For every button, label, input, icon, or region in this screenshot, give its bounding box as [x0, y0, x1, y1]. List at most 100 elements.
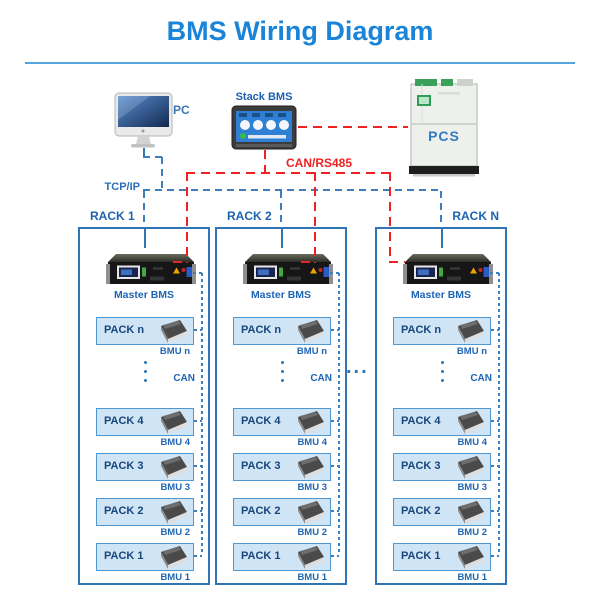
bmu-label: BMU 3	[160, 482, 190, 493]
pc-computer-icon	[114, 92, 173, 148]
bmu-module-icon	[161, 546, 187, 569]
bmu-module-icon	[298, 411, 324, 434]
bmu-label: BMU 1	[457, 572, 487, 583]
bmu-label: BMU 2	[297, 527, 327, 538]
pack-box: PACK 4	[96, 408, 194, 436]
rack-1-title: RACK 1	[90, 209, 135, 223]
bmu-label: BMU 3	[297, 482, 327, 493]
bmu-label: BMU 4	[160, 437, 190, 448]
pack-box: PACK 3	[233, 453, 331, 481]
pack-label: PACK 2	[401, 505, 441, 517]
pack-ellipsis-dots	[281, 361, 284, 382]
master-can-stub	[193, 272, 202, 274]
pack-label: PACK 3	[241, 460, 281, 472]
can-chain-label: CAN	[470, 373, 492, 384]
pack-label: PACK 4	[104, 415, 144, 427]
pack-box: PACK 2	[96, 498, 194, 526]
bmu-label: BMU 2	[457, 527, 487, 538]
master-bms-device-icon	[243, 254, 333, 284]
bmu-module-icon	[298, 546, 324, 569]
master-bms-device-icon	[106, 254, 196, 284]
master-bms-label: Master BMS	[113, 289, 175, 301]
bmu-label: BMU 4	[297, 437, 327, 448]
pack-can-stub	[331, 510, 339, 512]
pcs-cabinet-icon	[409, 79, 479, 177]
pack-can-stub	[491, 329, 499, 331]
pack-ellipsis-dots	[144, 361, 147, 382]
can-chain-label: CAN	[310, 373, 332, 384]
master-bms-device-icon	[403, 254, 493, 284]
stack-bms-touchscreen-icon	[231, 105, 297, 150]
title-divider	[25, 62, 575, 64]
bmu-module-icon	[161, 456, 187, 479]
can-drop-rackn	[389, 172, 391, 263]
bmu-module-icon	[161, 320, 187, 343]
tcpip-drop-rack1	[143, 191, 145, 227]
rack-n-title: RACK N	[452, 209, 499, 223]
pack-label: PACK n	[104, 324, 145, 336]
pack-can-stub	[194, 465, 202, 467]
pack-can-stub	[331, 420, 339, 422]
pack-box: PACK n	[96, 317, 194, 345]
can-chain-line	[498, 273, 500, 555]
stack-bms-label: Stack BMS	[235, 91, 293, 103]
pc-to-bus-line	[161, 157, 163, 191]
bmu-label: BMU 3	[457, 482, 487, 493]
rack-2-box: RACK 2 Master BMS CAN PACK n	[215, 209, 347, 585]
pack-box: PACK 1	[393, 543, 491, 571]
stackbms-drop-line	[264, 150, 266, 173]
tcpip-bus-label: TCP/IP	[104, 181, 140, 193]
pack-label: PACK 2	[241, 505, 281, 517]
rack-2-feed-line	[281, 229, 283, 248]
bmu-module-icon	[458, 411, 484, 434]
bmu-label: BMU n	[296, 346, 327, 357]
pcs-label: PCS	[428, 128, 460, 144]
bmu-module-icon	[458, 546, 484, 569]
pack-can-stub	[491, 555, 499, 557]
tcpip-drop-rack2	[280, 191, 282, 227]
bmu-label: BMU n	[159, 346, 190, 357]
can-hook-rack1	[173, 261, 188, 263]
pack-box: PACK 3	[96, 453, 194, 481]
pack-label: PACK 3	[104, 460, 144, 472]
bmu-module-icon	[298, 501, 324, 524]
bmu-label: BMU n	[456, 346, 487, 357]
can-rs485-bus-line	[186, 172, 391, 174]
pack-can-stub	[331, 329, 339, 331]
more-racks-ellipsis: ...	[346, 356, 369, 378]
pc-elbow-line	[143, 156, 163, 158]
bmu-label: BMU 2	[160, 527, 190, 538]
bmu-module-icon	[161, 501, 187, 524]
pack-box: PACK 3	[393, 453, 491, 481]
rack-1-box: RACK 1 Master BMS CAN PACK n	[78, 209, 210, 585]
pack-label: PACK n	[241, 324, 282, 336]
pack-label: PACK 3	[401, 460, 441, 472]
tcpip-drop-rackn	[440, 191, 442, 227]
can-drop-rack2	[314, 172, 316, 263]
bmu-module-icon	[298, 456, 324, 479]
can-rs485-bus-label: CAN/RS485	[286, 156, 353, 170]
bmu-module-icon	[458, 501, 484, 524]
rack-n-box: RACK N Master BMS CAN PACK n	[375, 209, 507, 585]
pack-can-stub	[194, 510, 202, 512]
pack-label: PACK 1	[104, 550, 144, 562]
pack-can-stub	[194, 420, 202, 422]
pack-label: PACK n	[401, 324, 442, 336]
master-can-stub	[490, 272, 499, 274]
rack-2-title: RACK 2	[227, 209, 272, 223]
tcpip-bus-line	[143, 189, 443, 191]
can-chain-line	[201, 273, 203, 555]
pack-box: PACK n	[233, 317, 331, 345]
pack-can-stub	[194, 329, 202, 331]
master-can-stub	[330, 272, 339, 274]
pack-box: PACK 4	[393, 408, 491, 436]
master-bms-label: Master BMS	[410, 289, 472, 301]
pack-box: PACK 4	[233, 408, 331, 436]
can-drop-rack1	[186, 172, 188, 263]
pack-label: PACK 1	[401, 550, 441, 562]
bmu-label: BMU 1	[160, 572, 190, 583]
rack-1-feed-line	[144, 229, 146, 248]
stackbms-to-pcs-line	[298, 126, 408, 128]
pack-label: PACK 4	[401, 415, 441, 427]
